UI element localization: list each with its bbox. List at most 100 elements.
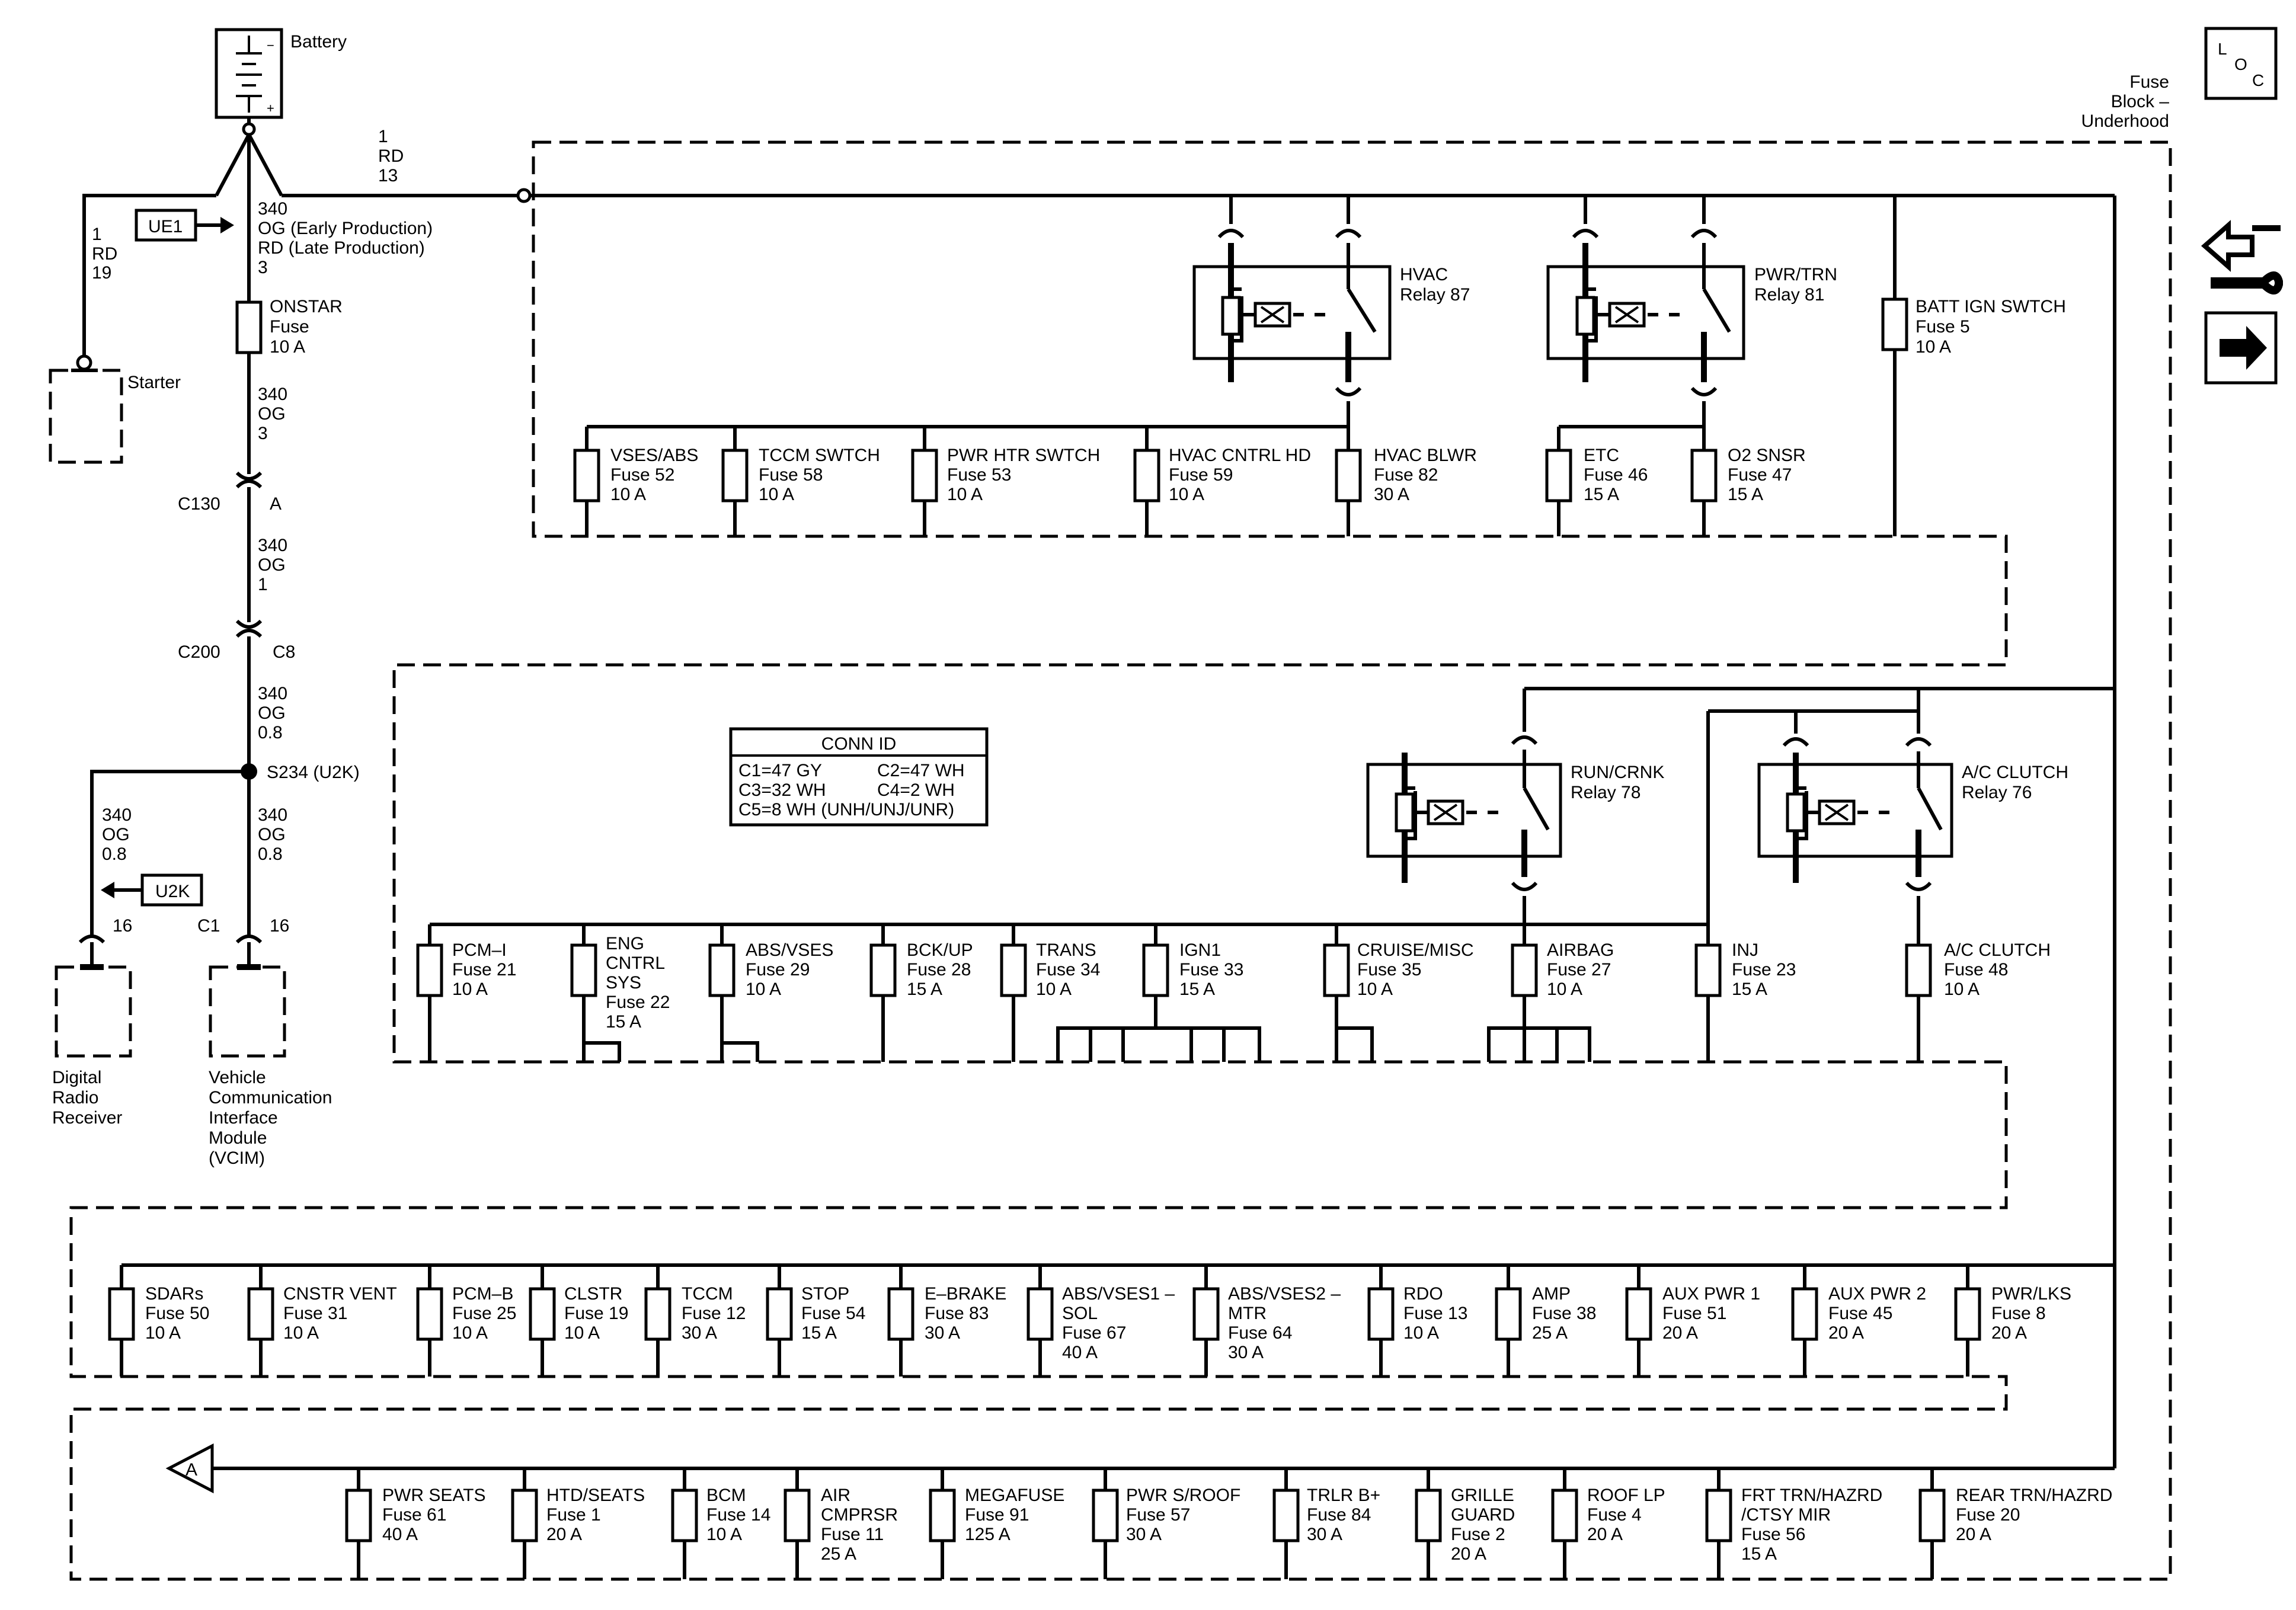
fuse-label: AIRBAG <box>1547 940 1614 960</box>
fuse-label: 30 A <box>1228 1343 1264 1362</box>
fuse-label: Fuse 29 <box>746 960 810 980</box>
fuse-label: ABS/VSES2 – <box>1228 1284 1341 1304</box>
fuse-label: Fuse 27 <box>1547 960 1611 980</box>
fuse-label: GRILLE <box>1451 1486 1514 1505</box>
fuse-label: SOL <box>1062 1304 1098 1323</box>
wire-label: 340 <box>102 805 132 825</box>
fuse-label: PWR/LKS <box>1991 1284 2071 1304</box>
fuse-label: PCM–I <box>452 940 507 960</box>
fuse-label: Fuse 19 <box>564 1304 628 1323</box>
fuse-label: 10 A <box>452 980 488 999</box>
loc-icon[interactable]: L O C <box>2204 27 2278 100</box>
main-wire-3: 13 <box>378 166 398 185</box>
fuse-label: 10 A <box>1547 980 1582 999</box>
fuse-label: 30 A <box>1126 1525 1162 1544</box>
fuse-label: Fuse 21 <box>452 960 516 980</box>
fuse-label: CLSTR <box>564 1284 622 1304</box>
fuse-label: TRANS <box>1036 940 1096 960</box>
fuse-label: 20 A <box>1662 1323 1698 1343</box>
wire-label: OG <box>258 404 286 424</box>
fuse-label: MEGAFUSE <box>965 1486 1064 1505</box>
fuse-label: TRLR B+ <box>1307 1486 1380 1505</box>
fuse-label: HVAC BLWR <box>1374 446 1477 465</box>
fuse-label: Fuse 2 <box>1451 1525 1505 1544</box>
fuse-label: 20 A <box>1991 1323 2027 1343</box>
fuse-label: Fuse 57 <box>1126 1505 1190 1525</box>
fuse-label: PWR S/ROOF <box>1126 1486 1240 1505</box>
vcim-conn: C1 <box>197 916 220 936</box>
fuse-label: TCCM <box>682 1284 733 1304</box>
fuse-label: Fuse 54 <box>801 1304 865 1323</box>
wire-label: OG <box>258 555 286 575</box>
wire-label: 0.8 <box>258 844 283 864</box>
fuse-label: Fuse 14 <box>706 1505 770 1525</box>
fuse-label: AUX PWR 1 <box>1662 1284 1760 1304</box>
ac-clutch-relay-label: Relay 76 <box>1962 783 2032 802</box>
fuse-label: CNSTR VENT <box>283 1284 397 1304</box>
pwr-trn-relay-label: PWR/TRN <box>1754 265 1837 284</box>
battery-minus: − <box>267 38 274 53</box>
fuse-block-outline <box>69 140 2172 1581</box>
fuse-label: Fuse 23 <box>1732 960 1796 980</box>
wire-label: 340 <box>258 684 287 703</box>
fuse-label: 15 A <box>907 980 942 999</box>
fuse-label: Fuse 13 <box>1403 1304 1467 1323</box>
fuse-label: CRUISE/MISC <box>1357 940 1474 960</box>
main-wire-2: RD <box>378 146 404 166</box>
hvac-relay-label: HVAC <box>1400 265 1448 284</box>
fuse-label: MTR <box>1228 1304 1267 1323</box>
fuse-label: Fuse 61 <box>382 1505 446 1525</box>
fuse-label: 10 A <box>706 1525 742 1544</box>
fuse-label: 15 A <box>1732 980 1767 999</box>
fuse-label: Fuse 53 <box>947 465 1011 485</box>
fuse-label: BCM <box>706 1486 746 1505</box>
fuse-label: Fuse 64 <box>1228 1323 1292 1343</box>
fuse-label: 20 A <box>546 1525 582 1544</box>
onstar-wire-3: RD (Late Production) <box>258 238 425 258</box>
fuse-label: Fuse 28 <box>907 960 971 980</box>
next-arrow-icon[interactable] <box>2204 311 2278 385</box>
fuse-label: Fuse 91 <box>965 1505 1029 1525</box>
main-wire-1: 1 <box>378 127 388 146</box>
run-crnk-relay-label: Relay 78 <box>1571 783 1641 802</box>
fuse-label: VSES/ABS <box>610 446 698 465</box>
batt-ign-label: 10 A <box>1916 337 1951 357</box>
vcim-pin: 16 <box>270 916 289 936</box>
fuse-label: 25 A <box>1532 1323 1568 1343</box>
ac-clutch-relay-label: A/C CLUTCH <box>1962 763 2068 782</box>
wrench-icon[interactable] <box>2201 220 2283 295</box>
starter-label: Starter <box>127 373 181 392</box>
fuse-label: ENG <box>606 934 644 953</box>
loc-icon-o: O <box>2234 55 2247 73</box>
fuse-label: PWR HTR SWTCH <box>947 446 1100 465</box>
drr-label: Radio <box>52 1088 98 1108</box>
fuse-label: 40 A <box>382 1525 418 1544</box>
fuse-label: 15 A <box>1741 1544 1777 1564</box>
drr-label: Digital <box>52 1068 101 1087</box>
drr-box <box>55 965 132 1058</box>
conn-id-cell: C4=2 WH <box>877 780 955 800</box>
conn-id-title: CONN ID <box>821 734 897 754</box>
starter-wire-2: RD <box>92 244 117 264</box>
wire-label: OG <box>258 703 286 723</box>
fuse-label: 10 A <box>452 1323 488 1343</box>
fuse-label: 30 A <box>1374 485 1409 504</box>
fuse-label: Fuse 59 <box>1169 465 1233 485</box>
fuse-label: TCCM SWTCH <box>759 446 880 465</box>
fuse-label: FRT TRN/HAZRD <box>1741 1486 1882 1505</box>
fuse-label: INJ <box>1732 940 1758 960</box>
fuse-block-label: Fuse <box>2129 72 2169 92</box>
fuse-label: E–BRAKE <box>925 1284 1006 1304</box>
vcim-label: Interface <box>209 1108 278 1128</box>
wire-label: 340 <box>258 536 287 555</box>
fuse-label: Fuse 50 <box>145 1304 209 1323</box>
c130-label: C130 <box>178 494 220 514</box>
vcim-label: Communication <box>209 1088 332 1108</box>
ue1-tag <box>135 209 197 242</box>
fuse-label: Fuse 56 <box>1741 1525 1805 1544</box>
fuse-label: 10 A <box>1944 980 1980 999</box>
fuse-label: PWR SEATS <box>382 1486 485 1505</box>
fuse-label: Fuse 33 <box>1179 960 1243 980</box>
fuse-label: 30 A <box>1307 1525 1342 1544</box>
u2k-tag <box>140 873 203 907</box>
